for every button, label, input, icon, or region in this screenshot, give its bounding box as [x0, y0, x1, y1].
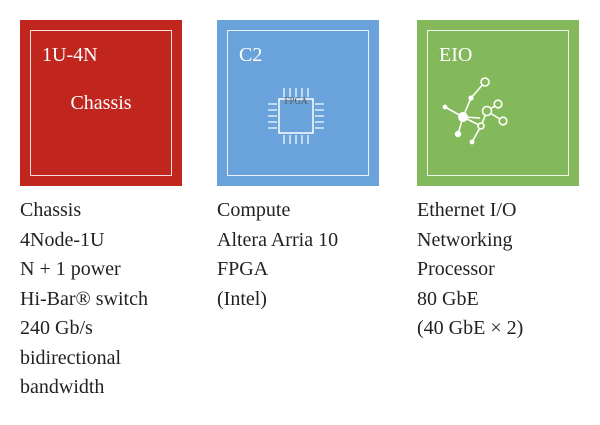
eio-card: EIO [417, 20, 579, 186]
compute-desc-line: Altera Arria 10 [217, 228, 339, 251]
network-hub-icon [442, 77, 508, 145]
chassis-desc-line: Hi-Bar® switch [20, 287, 148, 310]
compute-card-title: C2 [239, 44, 263, 66]
chassis-card-title: 1U-4N [42, 44, 98, 66]
eio-desc-line: Processor [417, 258, 495, 280]
eio-card-title: EIO [439, 44, 473, 66]
chassis-desc-line: 240 Gb/s [20, 317, 93, 339]
compute-card-frame [227, 30, 369, 176]
compute-desc-line: FPGA [217, 258, 269, 280]
chassis-card: 1U-4N Chassis [20, 20, 182, 186]
eio-card-frame [427, 30, 569, 176]
chip-icon: FPGA [268, 88, 324, 144]
chassis-desc-line: Chassis [20, 199, 82, 221]
compute-desc-line: (Intel) [217, 287, 267, 310]
eio-desc-line: (40 GbE × 2) [417, 317, 524, 339]
eio-desc-line: Ethernet I/O [417, 199, 517, 221]
compute-description: Compute Altera Arria 10 FPGA (Intel) [217, 196, 338, 314]
chassis-card-subtitle: Chassis [70, 92, 132, 114]
chassis-desc-line: bidirectional [20, 346, 122, 369]
chassis-desc-line: 4Node-1U [20, 228, 105, 251]
chassis-card-frame [30, 30, 172, 176]
chassis-desc-line: N + 1 power [20, 258, 121, 280]
eio-description: Ethernet I/O Networking Processor 80 GbE… [417, 196, 523, 344]
eio-desc-line: Networking [417, 228, 513, 251]
chip-label: FPGA [284, 96, 308, 106]
chassis-description: Chassis 4Node-1U N + 1 power Hi-Bar® swi… [20, 196, 148, 403]
eio-desc-line: 80 GbE [417, 287, 479, 310]
compute-card: C2 FPGA [217, 20, 379, 186]
chassis-desc-line: bandwidth [20, 376, 105, 398]
compute-desc-line: Compute [217, 199, 291, 221]
